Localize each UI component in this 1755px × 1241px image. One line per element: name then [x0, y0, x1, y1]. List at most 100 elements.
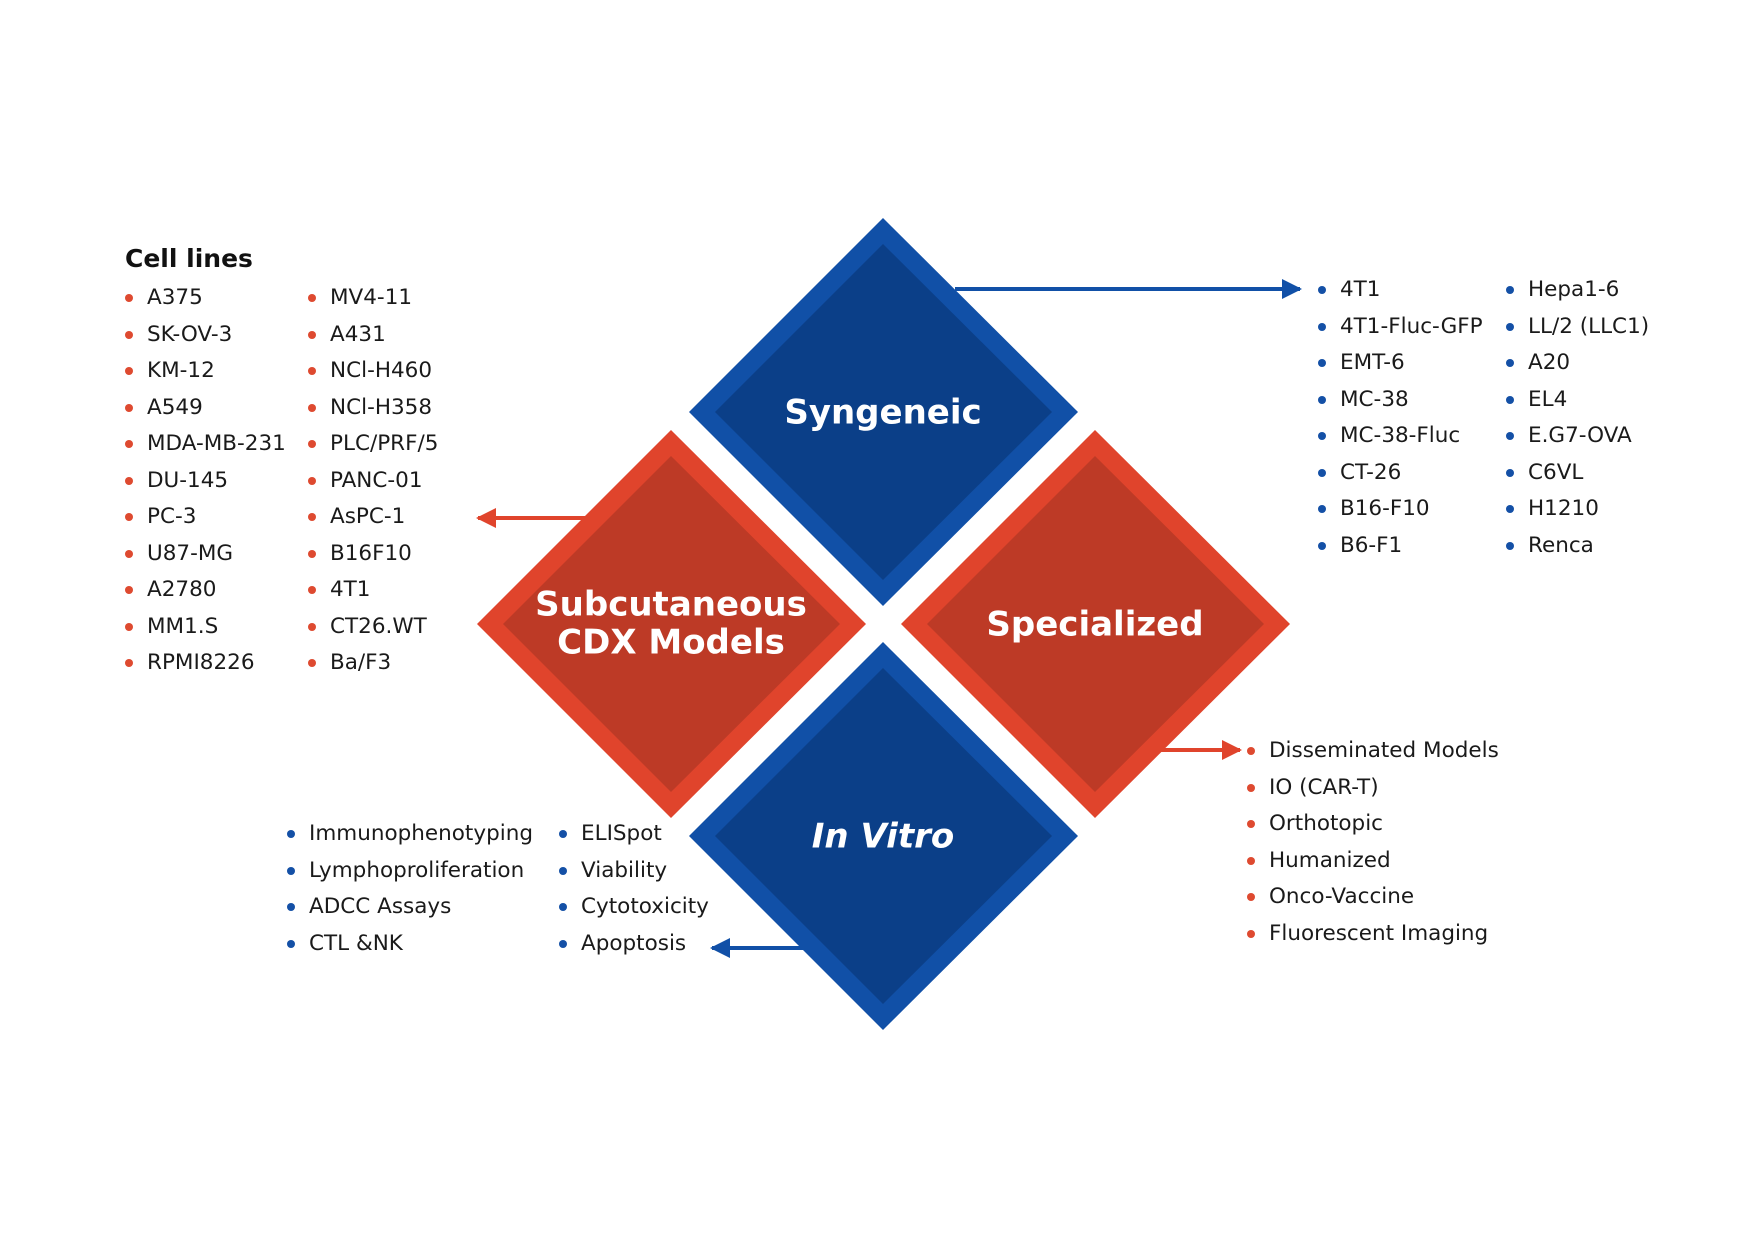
list-item-label: E.G7-OVA	[1528, 423, 1632, 448]
bullet-icon	[559, 939, 567, 948]
list-item-label: 4T1	[330, 577, 371, 602]
list-item: Ba/F3	[308, 645, 438, 682]
list-item-label: A431	[330, 321, 386, 347]
list-item: 4T1	[308, 572, 438, 609]
list-item: NCl-H358	[308, 390, 438, 427]
diamond-specialized: Specialized	[901, 430, 1290, 818]
bullet-icon	[559, 903, 567, 911]
list-item-label: Orthotopic	[1269, 811, 1383, 836]
bullet-icon	[308, 440, 316, 448]
bullet-icon	[125, 622, 133, 631]
list-item: Onco-Vaccine	[1247, 879, 1499, 916]
bullet-icon	[1318, 322, 1326, 331]
list-item-label: Immunophenotyping	[309, 821, 533, 846]
list-item-label: C6VL	[1528, 459, 1584, 485]
bullet-icon	[287, 830, 295, 838]
list-item: H1210	[1506, 491, 1649, 528]
bullet-icon	[1506, 468, 1514, 477]
list-item: CTL &NK	[287, 926, 533, 963]
list-item-label: Humanized	[1269, 847, 1391, 873]
list-item-label: ADCC Assays	[309, 894, 452, 919]
bullet-icon	[308, 403, 316, 412]
list-item: CT26.WT	[308, 609, 438, 646]
bullet-icon	[308, 330, 316, 339]
list-item-label: CTL &NK	[309, 930, 403, 956]
list-item-label: NCl-H358	[330, 394, 433, 420]
list-item: A2780	[125, 572, 286, 609]
specialized-label: Specialized	[986, 605, 1203, 645]
bullet-icon	[1247, 893, 1255, 901]
bullet-icon	[125, 513, 133, 521]
bullet-icon	[308, 659, 316, 667]
list-item: PANC-01	[308, 463, 438, 500]
list-item-label: 4T1-Fluc-GFP	[1340, 313, 1483, 339]
list-item-label: MC-38-Fluc	[1340, 423, 1461, 448]
list-item: SK-OV-3	[125, 317, 286, 354]
in-vitro-label: In Vitro	[812, 817, 954, 857]
bullet-icon	[1318, 505, 1326, 513]
diamond-in-vitro: In Vitro	[689, 642, 1078, 1030]
list-item-label: PC-3	[147, 504, 197, 529]
bullet-icon	[1506, 541, 1514, 550]
list-item: A375	[125, 280, 286, 317]
list-item-label: CT-26	[1340, 459, 1402, 485]
list-item-label: Hepa1-6	[1528, 277, 1620, 302]
list-item-label: A549	[147, 394, 203, 420]
list-item-label: B16F10	[330, 540, 412, 566]
bullet-icon	[308, 586, 316, 594]
list-item-label: B16-F10	[1340, 496, 1430, 521]
list-item-label: B6-F1	[1340, 532, 1403, 558]
diamond-syngeneic: Syngeneic	[689, 218, 1078, 606]
list-item: EL4	[1506, 382, 1649, 419]
list-item: Immunophenotyping	[287, 816, 533, 853]
bullet-icon	[1318, 395, 1326, 404]
list-item: B16-F10	[1318, 491, 1483, 528]
list-item: Apoptosis	[559, 926, 709, 963]
list-item-label: PLC/PRF/5	[330, 431, 439, 456]
bullet-icon	[1506, 286, 1514, 294]
diamond-subcutaneous: Subcutaneous CDX Models	[477, 430, 866, 818]
list-item-label: MV4-11	[330, 285, 413, 310]
list-item: B6-F1	[1318, 528, 1483, 565]
list-item: LL/2 (LLC1)	[1506, 309, 1649, 346]
bullet-icon	[308, 294, 316, 302]
list-item: Disseminated Models	[1247, 733, 1499, 770]
bullet-icon	[308, 622, 316, 631]
bullet-icon	[1318, 286, 1326, 294]
list-item: 4T1	[1318, 272, 1483, 309]
bullet-icon	[125, 549, 133, 558]
list-item-label: Renca	[1528, 532, 1594, 558]
list-item: E.G7-OVA	[1506, 418, 1649, 455]
bullet-icon	[1506, 359, 1514, 367]
syngeneic-label: Syngeneic	[784, 393, 981, 433]
list-item: Orthotopic	[1247, 806, 1499, 843]
list-item: CT-26	[1318, 455, 1483, 492]
list-item: MDA-MB-231	[125, 426, 286, 463]
list-item-label: MDA-MB-231	[147, 431, 286, 456]
list-item-label: A20	[1528, 350, 1571, 375]
list-item-label: Disseminated Models	[1269, 738, 1499, 763]
list-item: MC-38-Fluc	[1318, 418, 1483, 455]
bullet-icon	[1318, 432, 1326, 440]
bullet-icon	[308, 513, 316, 521]
bullet-icon	[287, 903, 295, 911]
list-item: Humanized	[1247, 843, 1499, 880]
list-item: B16F10	[308, 536, 438, 573]
bullet-icon	[1247, 856, 1255, 865]
list-item: DU-145	[125, 463, 286, 500]
list-item: Viability	[559, 853, 709, 890]
list-item: Lymphoproliferation	[287, 853, 533, 890]
cell-lines-heading: Cell lines	[125, 244, 253, 273]
list-item-label: EMT-6	[1340, 350, 1405, 375]
list-item-label: AsPC-1	[330, 504, 406, 529]
subcutaneous-label-line2: CDX Models	[557, 623, 785, 663]
list-item-label: Viability	[581, 857, 668, 883]
list-item: RPMI8226	[125, 645, 286, 682]
list-item: A20	[1506, 345, 1649, 382]
list-item: PC-3	[125, 499, 286, 536]
bullet-icon	[1247, 747, 1255, 755]
